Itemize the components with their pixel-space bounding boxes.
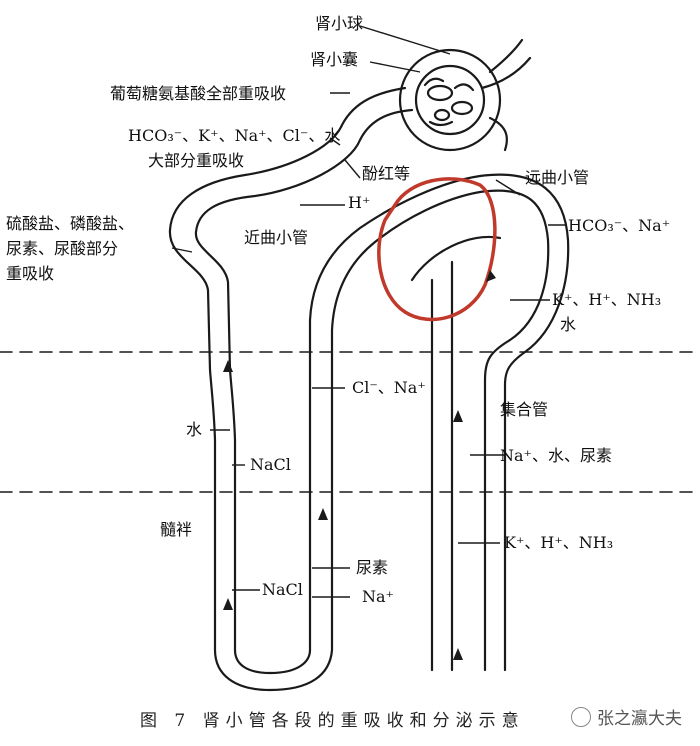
collecting-duct	[410, 235, 502, 672]
label-na-loop: Na⁺	[362, 587, 394, 606]
label-water-loop: 水	[186, 420, 203, 439]
label-collecting-duct: 集合管	[500, 400, 549, 419]
flow-arrow-output	[453, 648, 463, 660]
flow-arrow-loop	[223, 598, 233, 610]
flow-arrow-collecting	[453, 410, 463, 422]
label-nacl-upper: NaCl	[250, 455, 291, 474]
label-sulfate-line1: 硫酸盐、磷酸盐、	[6, 214, 135, 233]
watermark: 张之瀛大夫	[571, 704, 682, 729]
label-k-h-nh3: K⁺、H⁺、NH₃	[552, 290, 662, 309]
label-phenol-red: 酚红等	[362, 164, 411, 183]
watermark-text: 张之瀛大夫	[597, 709, 682, 729]
proximal-tubule-inner	[194, 108, 414, 675]
figure-caption: 图 7 肾小管各段的重吸收和分泌示意	[140, 711, 525, 731]
highlight-circle	[377, 177, 497, 322]
flow-arrow-distal	[486, 270, 496, 282]
label-nacl-lower: NaCl	[262, 580, 303, 599]
label-na-water-urea: Na⁺、水、尿素	[500, 446, 612, 465]
label-capsule: 肾小囊	[310, 50, 359, 69]
label-sulfate-line2: 尿素、尿酸部分	[6, 239, 119, 258]
label-glucose-aa: 葡萄糖氨基酸全部重吸收	[110, 84, 287, 103]
label-medulla: 髓袢	[160, 520, 193, 539]
proximal-tubule-outer	[168, 86, 407, 692]
label-urea-loop: 尿素	[356, 558, 389, 577]
distal-tubule-outer	[330, 189, 550, 672]
glomerulus-capsule	[398, 38, 532, 152]
label-hco3-na: HCO₃⁻、Na⁺	[568, 216, 671, 235]
label-distal-tubule: 远曲小管	[525, 168, 590, 187]
wechat-icon	[571, 707, 591, 727]
label-ions-line1: HCO₃⁻、K⁺、Na⁺、Cl⁻、水	[128, 126, 341, 145]
distal-tubule-inner	[308, 173, 570, 672]
label-h-ion: H⁺	[348, 193, 371, 212]
label-glomerulus: 肾小球	[315, 14, 364, 33]
label-cl-na: Cl⁻、Na⁺	[352, 378, 426, 397]
flow-arrow-ascending	[318, 508, 328, 520]
flow-arrow-descending	[223, 360, 233, 372]
label-proximal-tubule: 近曲小管	[244, 228, 309, 247]
label-ions-line2: 大部分重吸收	[148, 151, 245, 170]
label-k-h-nh3-lower: K⁺、H⁺、NH₃	[504, 533, 614, 552]
label-sulfate-line3: 重吸收	[6, 264, 55, 283]
label-water-distal: 水	[560, 315, 577, 334]
